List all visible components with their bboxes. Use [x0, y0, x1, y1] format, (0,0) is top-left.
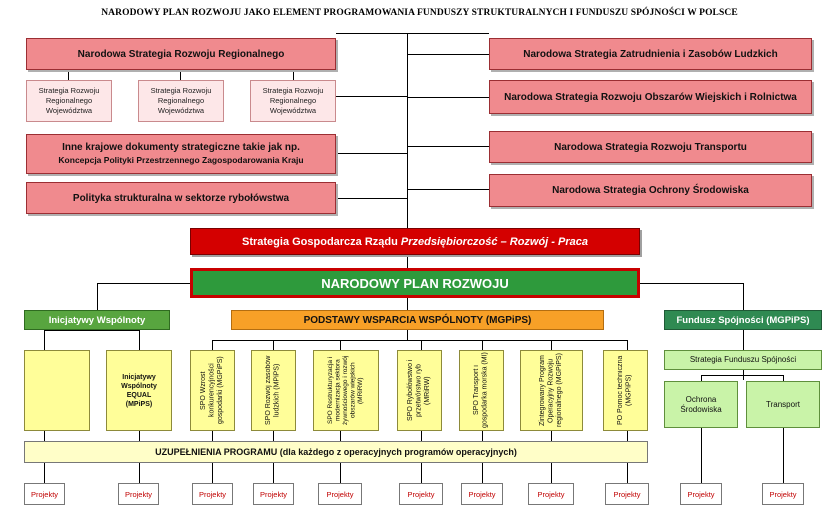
equal-line-4: (MPiPS) — [125, 400, 153, 408]
fishery-policy-box: Polityka strukturalna w sektorze rybołów… — [26, 182, 336, 214]
cohesion-environment-box: Ochrona Środowiska — [664, 381, 738, 428]
voivodeship-strategy-box-3: Strategia Rozwoju Regionalnego Województ… — [250, 80, 336, 122]
environment-strategy-box: Narodowa Strategia Ochrony Środowiska — [489, 174, 812, 207]
equal-initiative-box: Inicjatywy Wspólnoty EQUAL (MPiPS) — [106, 350, 172, 431]
project-box: Projekty — [461, 483, 503, 505]
project-box: Projekty — [318, 483, 362, 505]
regional-strategy-box: Narodowa Strategia Rozwoju Regionalnego — [26, 38, 336, 70]
project-box: Projekty — [192, 483, 233, 505]
cohesion-strategy-box: Strategia Funduszu Spójności — [664, 350, 822, 370]
other-docs-line-1: Inne krajowe dokumenty strategiczne taki… — [62, 142, 300, 153]
community-initiative-empty-box — [24, 350, 90, 431]
economic-strategy-plain: Strategia Gospodarcza Rządu — [241, 235, 401, 248]
equal-line-3: EQUAL — [126, 391, 152, 399]
project-box: Projekty — [680, 483, 722, 505]
voivodeship-strategy-box-2: Strategia Rozwoju Regionalnego Województ… — [138, 80, 224, 122]
operational-program-box-3: SPO Restrukturyzacja i modernizacja sekt… — [313, 350, 379, 431]
operational-program-label-4: SPO Rybołówstwo i przetwórstwo ryb (MRiR… — [406, 359, 431, 422]
project-box: Projekty — [399, 483, 443, 505]
project-box: Projekty — [24, 483, 65, 505]
operational-program-box-6: Zintegrowany Program Operacyjny Rozwoju … — [520, 350, 583, 431]
transport-strategy-box: Narodowa Strategia Rozwoju Transportu — [489, 131, 812, 163]
voivodeship-strategy-box-1: Strategia Rozwoju Regionalnego Województ… — [26, 80, 112, 122]
diagram-title: NARODOWY PLAN ROZWOJU JAKO ELEMENT PROGR… — [101, 8, 738, 18]
program-complement-box: UZUPEŁNIENIA PROGRAMU (dla każdego z ope… — [24, 441, 648, 463]
project-box: Projekty — [253, 483, 294, 505]
community-initiatives-box: Inicjatywy Wspólnoty — [24, 310, 170, 330]
operational-program-label-6: Zintegrowany Program Operacyjny Rozwoju … — [538, 353, 563, 428]
operational-program-box-5: SPO Transport i gospodarka morska (MI) — [459, 350, 504, 431]
operational-program-label-3: SPO Restrukturyzacja i modernizacja sekt… — [327, 355, 365, 426]
operational-program-box-1: SPO Wzrost konkurencyjności gospodarki (… — [190, 350, 235, 431]
equal-line-2: Wspólnoty — [121, 382, 157, 390]
rural-strategy-box: Narodowa Strategia Rozwoju Obszarów Wiej… — [489, 80, 812, 114]
other-strategic-documents-box: Inne krajowe dokumenty strategiczne taki… — [26, 134, 336, 174]
operational-program-label-2: SPO Rozwój zasobów ludzkich (MPiPS) — [265, 355, 281, 426]
national-development-plan-box: NARODOWY PLAN ROZWOJU — [190, 268, 640, 298]
project-box: Projekty — [118, 483, 159, 505]
operational-program-label-5: SPO Transport i gospodarka morska (MI) — [473, 352, 489, 429]
operational-program-box-7: PO Pomoc techniczna (MGPiPS) — [603, 350, 648, 431]
project-box: Projekty — [762, 483, 804, 505]
operational-program-box-4: SPO Rybołówstwo i przetwórstwo ryb (MRiR… — [397, 350, 442, 431]
equal-line-1: Inicjatywy — [122, 373, 156, 381]
community-support-framework-box: PODSTAWY WSPARCIA WSPÓLNOTY (MGPiPS) — [231, 310, 604, 330]
other-docs-line-2: Koncepcja Polityki Przestrzennego Zagosp… — [58, 155, 304, 165]
cohesion-transport-box: Transport — [746, 381, 820, 428]
operational-program-box-2: SPO Rozwój zasobów ludzkich (MPiPS) — [251, 350, 296, 431]
economic-strategy-italic: Przedsiębiorczość – Rozwój - Praca — [400, 235, 588, 248]
project-box: Projekty — [528, 483, 574, 505]
project-box: Projekty — [605, 483, 649, 505]
employment-strategy-box: Narodowa Strategia Zatrudnienia i Zasobó… — [489, 38, 812, 70]
operational-program-label-1: SPO Wzrost konkurencyjności gospodarki (… — [199, 356, 224, 425]
cohesion-fund-box: Fundusz Spójności (MGPiPS) — [664, 310, 822, 330]
operational-program-label-7: PO Pomoc techniczna (MGPiPS) — [617, 355, 633, 426]
economic-strategy-box: Strategia Gospodarcza Rządu Przedsiębior… — [190, 228, 640, 255]
